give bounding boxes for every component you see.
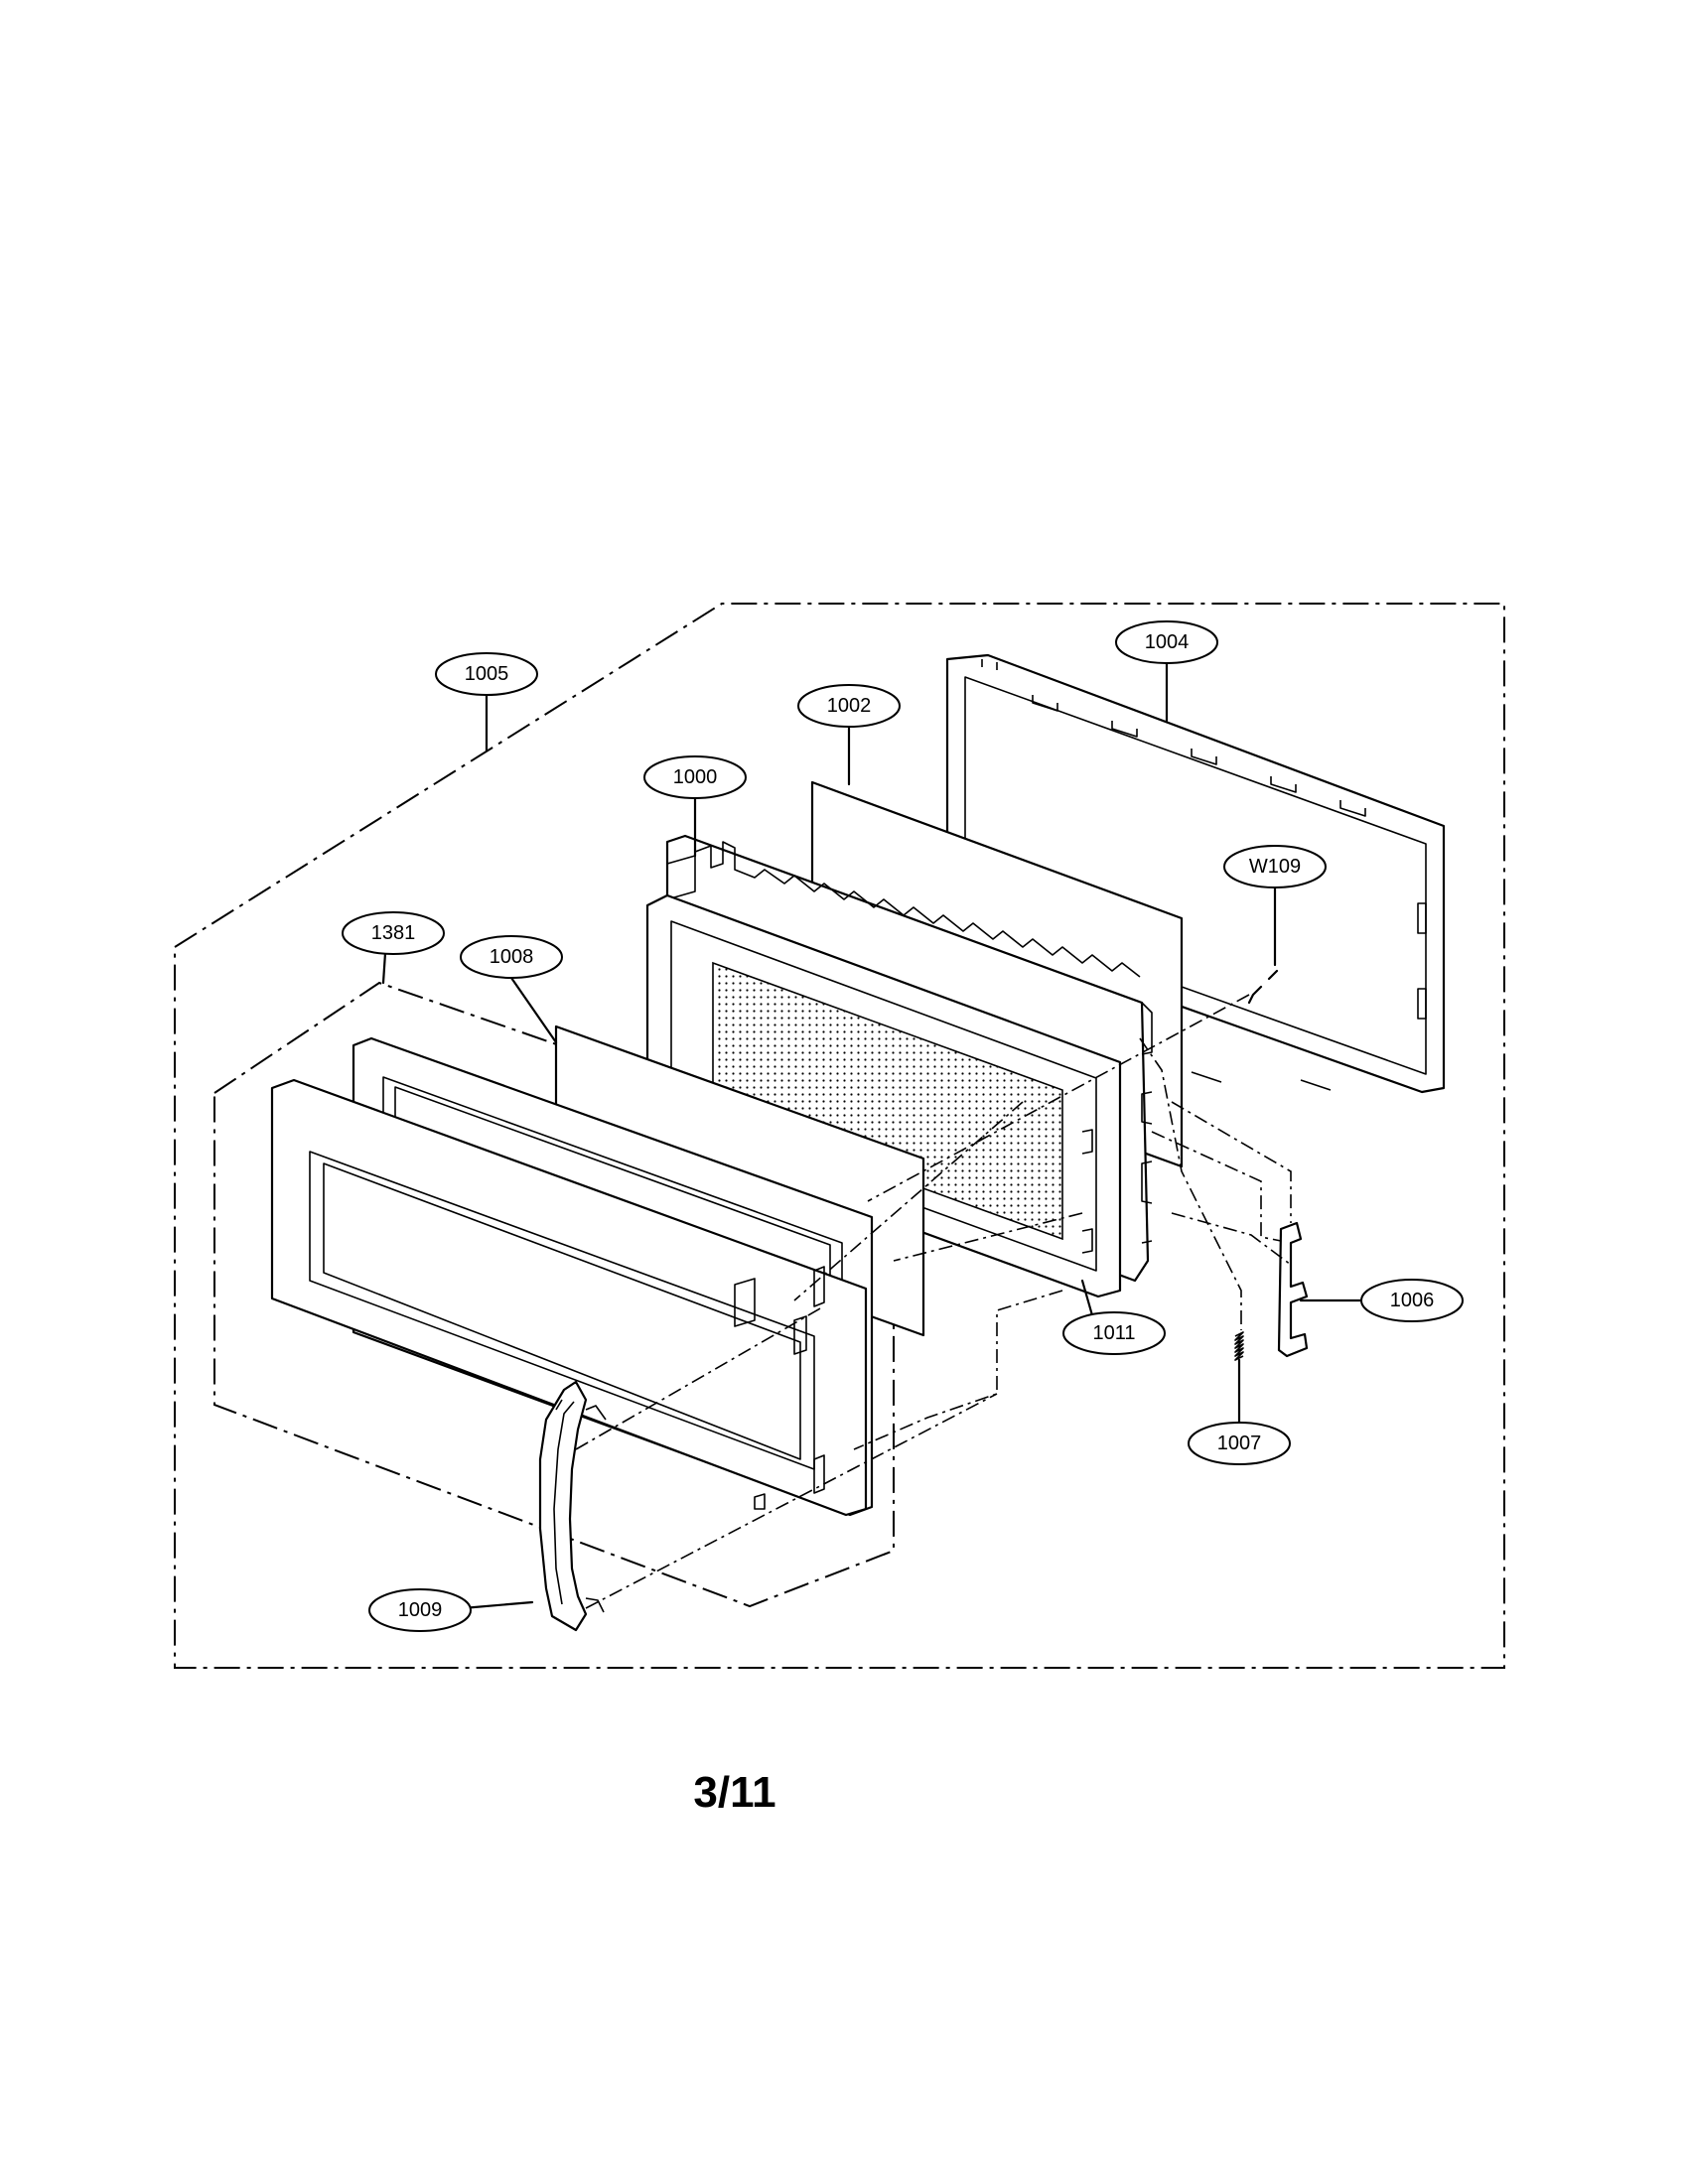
callout-1006: 1006 <box>1299 1279 1464 1322</box>
callout-label: 1006 <box>1390 1290 1435 1311</box>
callout-1009: 1009 <box>368 1588 534 1632</box>
callout-leader <box>381 951 387 985</box>
callout-oval <box>797 684 901 728</box>
callout-oval <box>460 935 563 979</box>
callout-label: 1008 <box>490 946 534 968</box>
callout-1011: 1011 <box>1062 1279 1166 1355</box>
callout-oval <box>435 652 538 696</box>
callout-1008: 1008 <box>460 935 563 1044</box>
door-boundary-1381 <box>213 981 895 1608</box>
callout-label: 1004 <box>1145 631 1190 653</box>
callout-label: 1005 <box>465 663 509 685</box>
callout-label: 1381 <box>371 922 416 944</box>
callout-1004: 1004 <box>1115 620 1218 723</box>
callout-label: 1007 <box>1217 1433 1262 1454</box>
callout-1002: 1002 <box>797 684 901 786</box>
callout-1005: 1005 <box>435 652 538 752</box>
part-1011-mesh-door <box>645 893 1122 1298</box>
callout-oval <box>1223 845 1327 888</box>
callout-oval <box>643 755 747 799</box>
callout-oval <box>1188 1422 1291 1465</box>
callout-oval <box>1360 1279 1464 1322</box>
callout-oval <box>1115 620 1218 664</box>
callout-label: 1002 <box>827 695 872 717</box>
callout-label: 1011 <box>1092 1322 1135 1344</box>
callout-label: 1000 <box>673 766 718 788</box>
callout-leader <box>461 1600 534 1610</box>
callout-W109: W109 <box>1223 845 1327 967</box>
assembly-boundary-1005 <box>174 603 1505 1669</box>
callout-1381: 1381 <box>342 911 445 985</box>
alignment-lines <box>575 994 1292 1609</box>
page-number: 3/11 <box>693 1768 775 1817</box>
part-1006-latch <box>1277 1221 1309 1358</box>
callout-label: 1009 <box>398 1599 443 1621</box>
callout-oval <box>368 1588 472 1632</box>
part-1009-handle <box>538 1380 607 1632</box>
callout-oval <box>1062 1311 1166 1355</box>
part-1007-spring <box>1234 1331 1244 1361</box>
callout-1007: 1007 <box>1188 1358 1291 1465</box>
callout-oval <box>342 911 445 955</box>
callout-label: W109 <box>1249 856 1301 878</box>
part-W109-screw <box>1247 969 1279 1005</box>
part-1381-door-front <box>270 1078 868 1517</box>
callout-leader <box>509 976 558 1044</box>
callout-1000: 1000 <box>643 755 747 858</box>
callout-leader <box>1080 1279 1094 1317</box>
